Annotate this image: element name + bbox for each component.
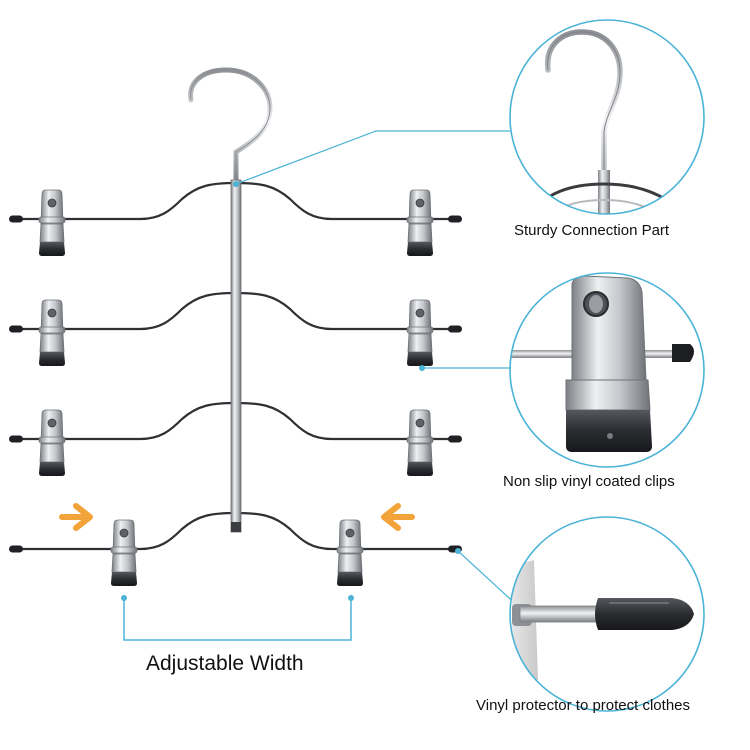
arrow-right-icon [59,503,93,531]
clip-tier-4-left [110,519,138,587]
clip-tier-3-right [406,409,434,477]
clip-tier-2-left [38,299,66,367]
clip-tier-3-left [38,409,66,477]
dimension-label: Adjustable Width [146,652,304,675]
callout-line-vinyl [455,548,521,609]
detail-circle-connection [509,19,705,215]
callout-caption-clips: Non slip vinyl coated clips [503,473,675,490]
callout-line-connection [233,130,510,187]
connection-rod [230,179,242,533]
width-dimension-bracket [121,595,354,641]
callout-caption-connection: Sturdy Connection Part [514,222,670,239]
detail-circle-vinyl-tip [509,516,705,712]
callout-caption-vinyl: Vinyl protector to protect clothes [476,697,690,714]
clip-tier-4-right [336,519,364,587]
clip-tier-2-right [406,299,434,367]
arrow-left-icon [381,503,415,531]
callout-line-clips [419,365,510,371]
clip-tier-1-left [38,189,66,257]
hanger-hook [188,67,273,188]
detail-circle-clips [509,272,705,468]
clip-tier-1-right [406,189,434,257]
